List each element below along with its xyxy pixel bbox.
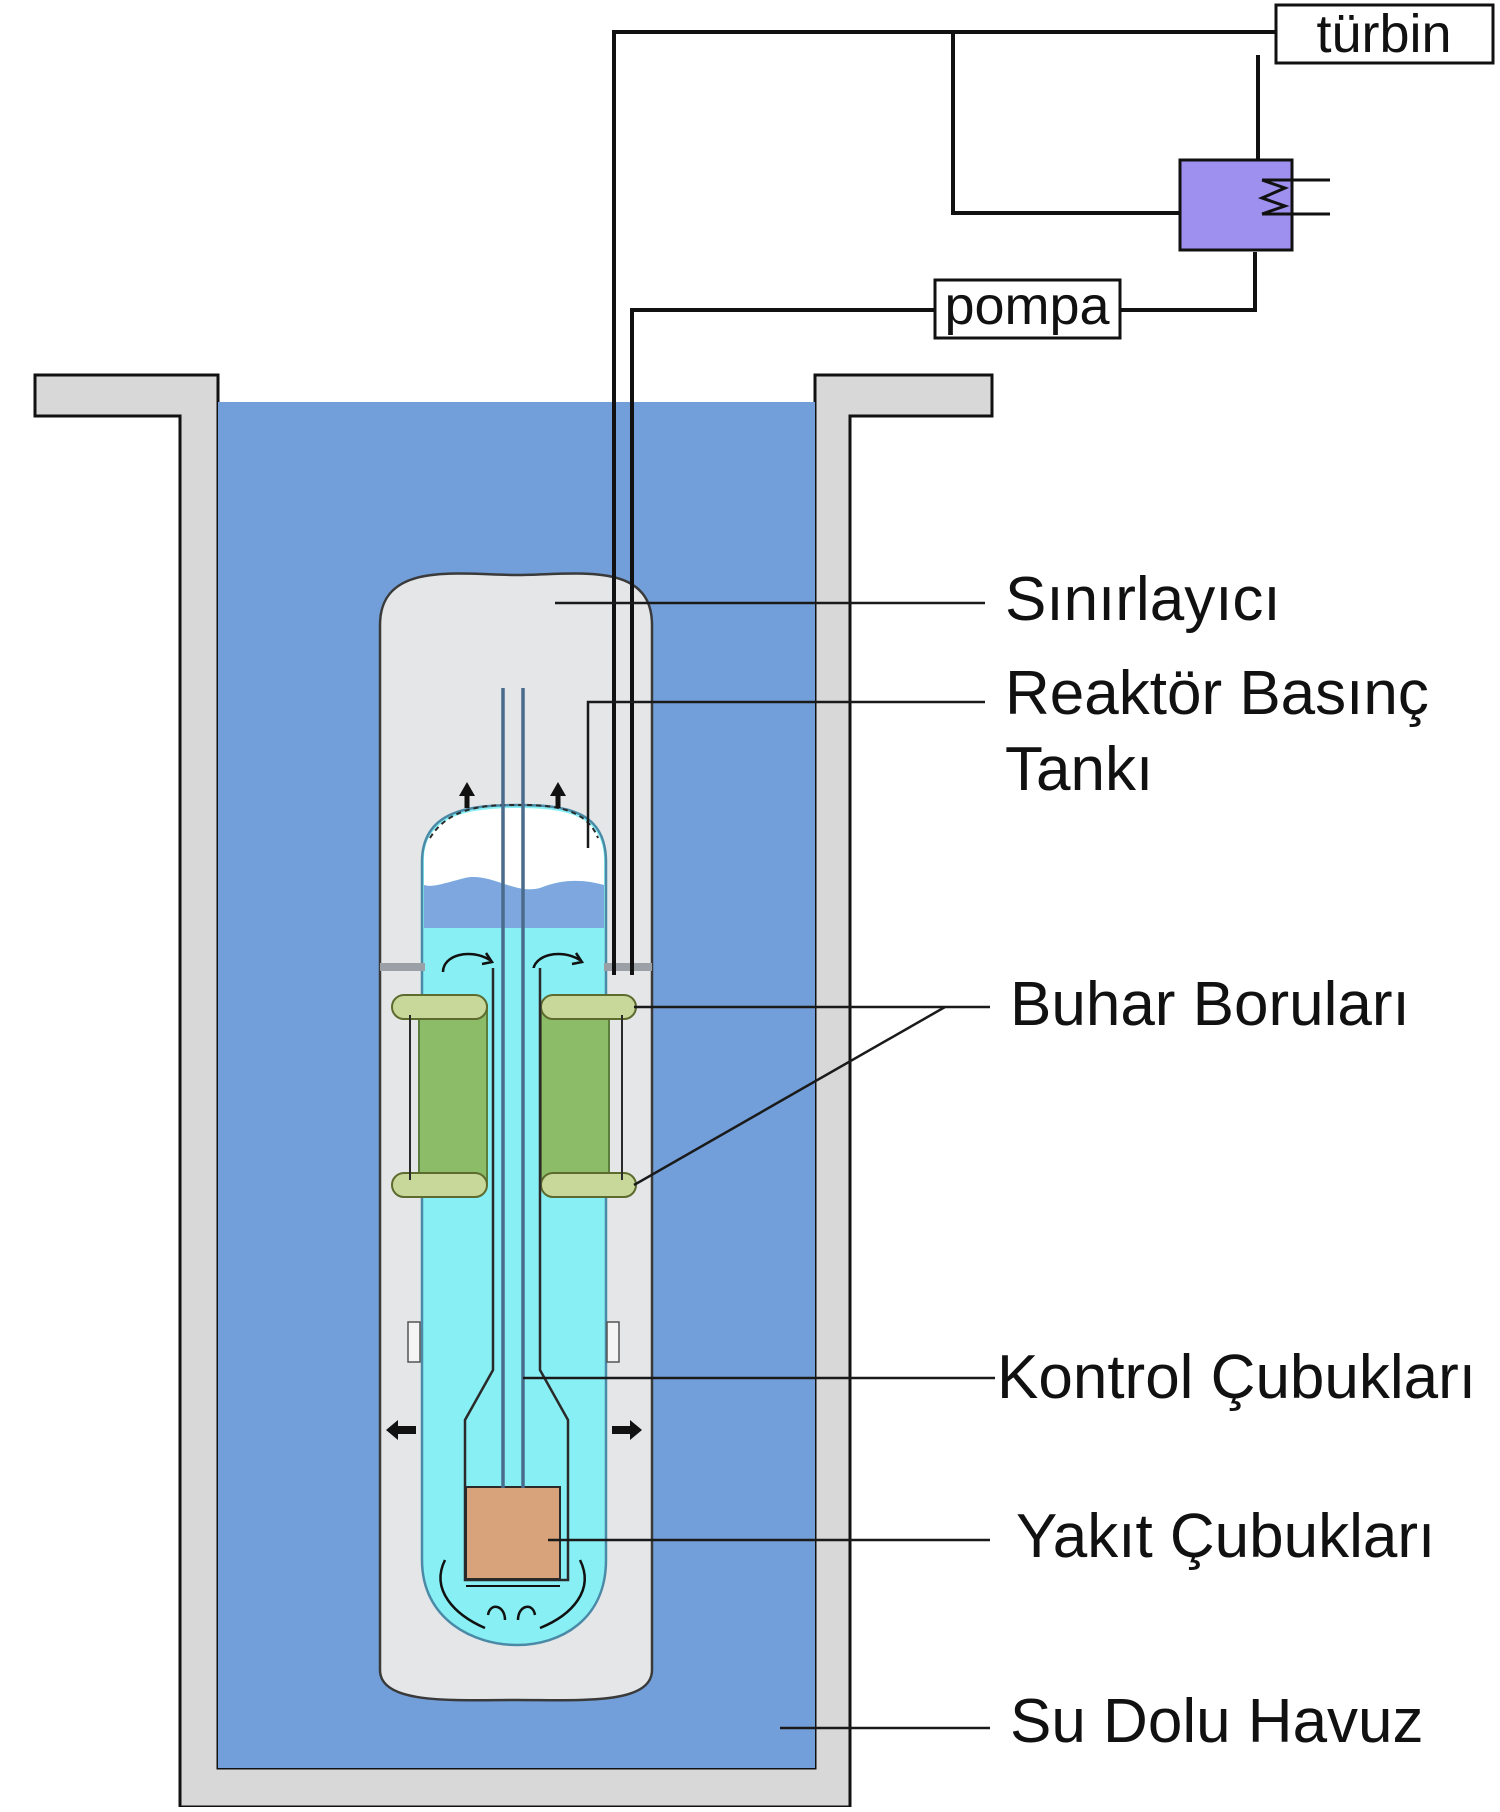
separator-plate-right — [604, 963, 652, 971]
leader-vessel — [586, 700, 985, 848]
flow-arrow-right — [612, 1420, 642, 1440]
label-pool: Su Dolu Havuz — [1010, 1687, 1424, 1756]
dome-water-band — [424, 876, 604, 928]
label-limiter: Sınırlayıcı — [1005, 565, 1281, 634]
steam-generator-left — [418, 1004, 488, 1184]
support-bracket-left — [407, 1321, 421, 1363]
label-vessel-line1: Reaktör Basınç — [1005, 659, 1429, 728]
label-control-rods: Kontrol Çubukları — [997, 1343, 1476, 1412]
fuel-rods — [465, 1486, 561, 1580]
turbine-box — [1274, 3, 1495, 65]
label-fuel-rods: Yakıt Çubukları — [1016, 1502, 1435, 1571]
support-bracket-right — [606, 1321, 620, 1363]
heat-exchanger — [1178, 158, 1294, 252]
circulation-arrows-bottom — [439, 1559, 586, 1630]
steam-line — [612, 30, 1276, 975]
control-rods — [501, 688, 525, 1488]
vent-arrow-left — [459, 782, 475, 808]
steam-generator-right — [540, 1004, 610, 1184]
label-steam-pipes: Buhar Boruları — [1010, 970, 1410, 1039]
turbine-label: türbin — [1316, 4, 1451, 64]
separator-plate-left — [380, 963, 425, 971]
flow-arrow-left — [386, 1420, 416, 1440]
pump-box — [933, 278, 1122, 340]
vent-arrow-right — [550, 782, 566, 808]
leader-steam-lower — [633, 1005, 946, 1187]
label-vessel-line2: Tankı — [1005, 735, 1153, 804]
bypass-line — [951, 32, 1180, 215]
steam-dome — [424, 808, 604, 890]
circulation-arrows-top — [441, 952, 585, 973]
feedwater-line — [630, 308, 935, 975]
pump-label: pompa — [944, 276, 1110, 336]
coil-icon — [1257, 178, 1290, 216]
pump-to-condenser-line — [1120, 252, 1257, 312]
dome-dashed-top — [429, 803, 599, 839]
